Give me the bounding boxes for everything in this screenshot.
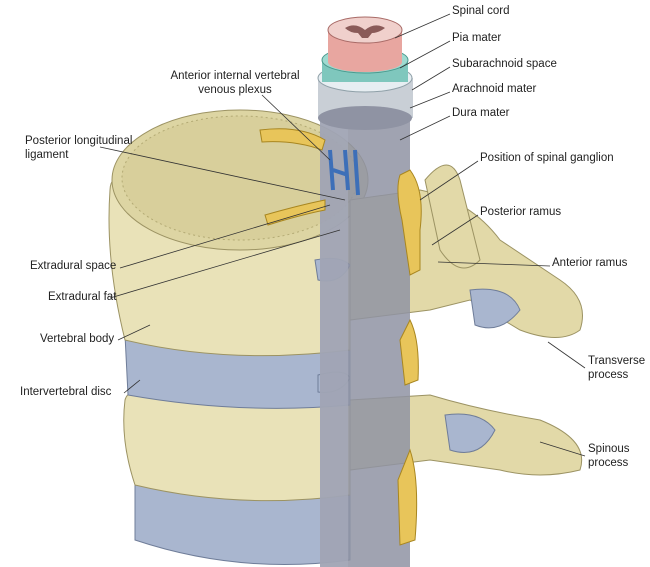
label-transverse-process: Transverse process — [588, 354, 645, 382]
label-line-2: venous plexus — [198, 84, 272, 96]
label-line-1: Spinous — [588, 443, 630, 455]
label-spinal-ganglion: Position of spinal ganglion — [480, 152, 614, 164]
spinal-cord-cylinder — [317, 16, 413, 130]
label-intervertebral-disc: Intervertebral disc — [20, 386, 112, 398]
leader-lines — [99, 13, 586, 457]
label-venous-plexus: Anterior internal vertebral venous plexu… — [120, 69, 350, 97]
nerve-roots — [259, 128, 422, 546]
label-subarachnoid-space: Subarachnoid space — [452, 58, 557, 70]
label-line-1: Anterior internal vertebral — [170, 70, 300, 82]
label-line-2: ligament — [25, 149, 69, 161]
label-line-2: process — [588, 369, 629, 381]
label-posterior-ramus: Posterior ramus — [480, 206, 562, 218]
label-line-1: Transverse — [588, 355, 646, 367]
label-spinal-cord: Spinal cord — [452, 5, 510, 17]
label-pia-mater: Pia mater — [452, 32, 502, 44]
label-dura-mater: Dura mater — [452, 107, 510, 119]
label-line-2: process — [588, 457, 629, 469]
label-spinous-process: Spinous process — [588, 442, 630, 470]
label-line-1: Posterior longitudinal — [25, 135, 133, 147]
label-extradural-space: Extradural space — [30, 260, 117, 272]
label-anterior-ramus: Anterior ramus — [552, 257, 628, 269]
venous-plexus — [328, 149, 360, 196]
label-posterior-longitudinal-ligament: Posterior longitudinal ligament — [25, 134, 132, 162]
label-arachnoid-mater: Arachnoid mater — [452, 83, 537, 95]
label-extradural-fat: Extradural fat — [48, 291, 117, 303]
label-vertebral-body: Vertebral body — [40, 333, 115, 345]
